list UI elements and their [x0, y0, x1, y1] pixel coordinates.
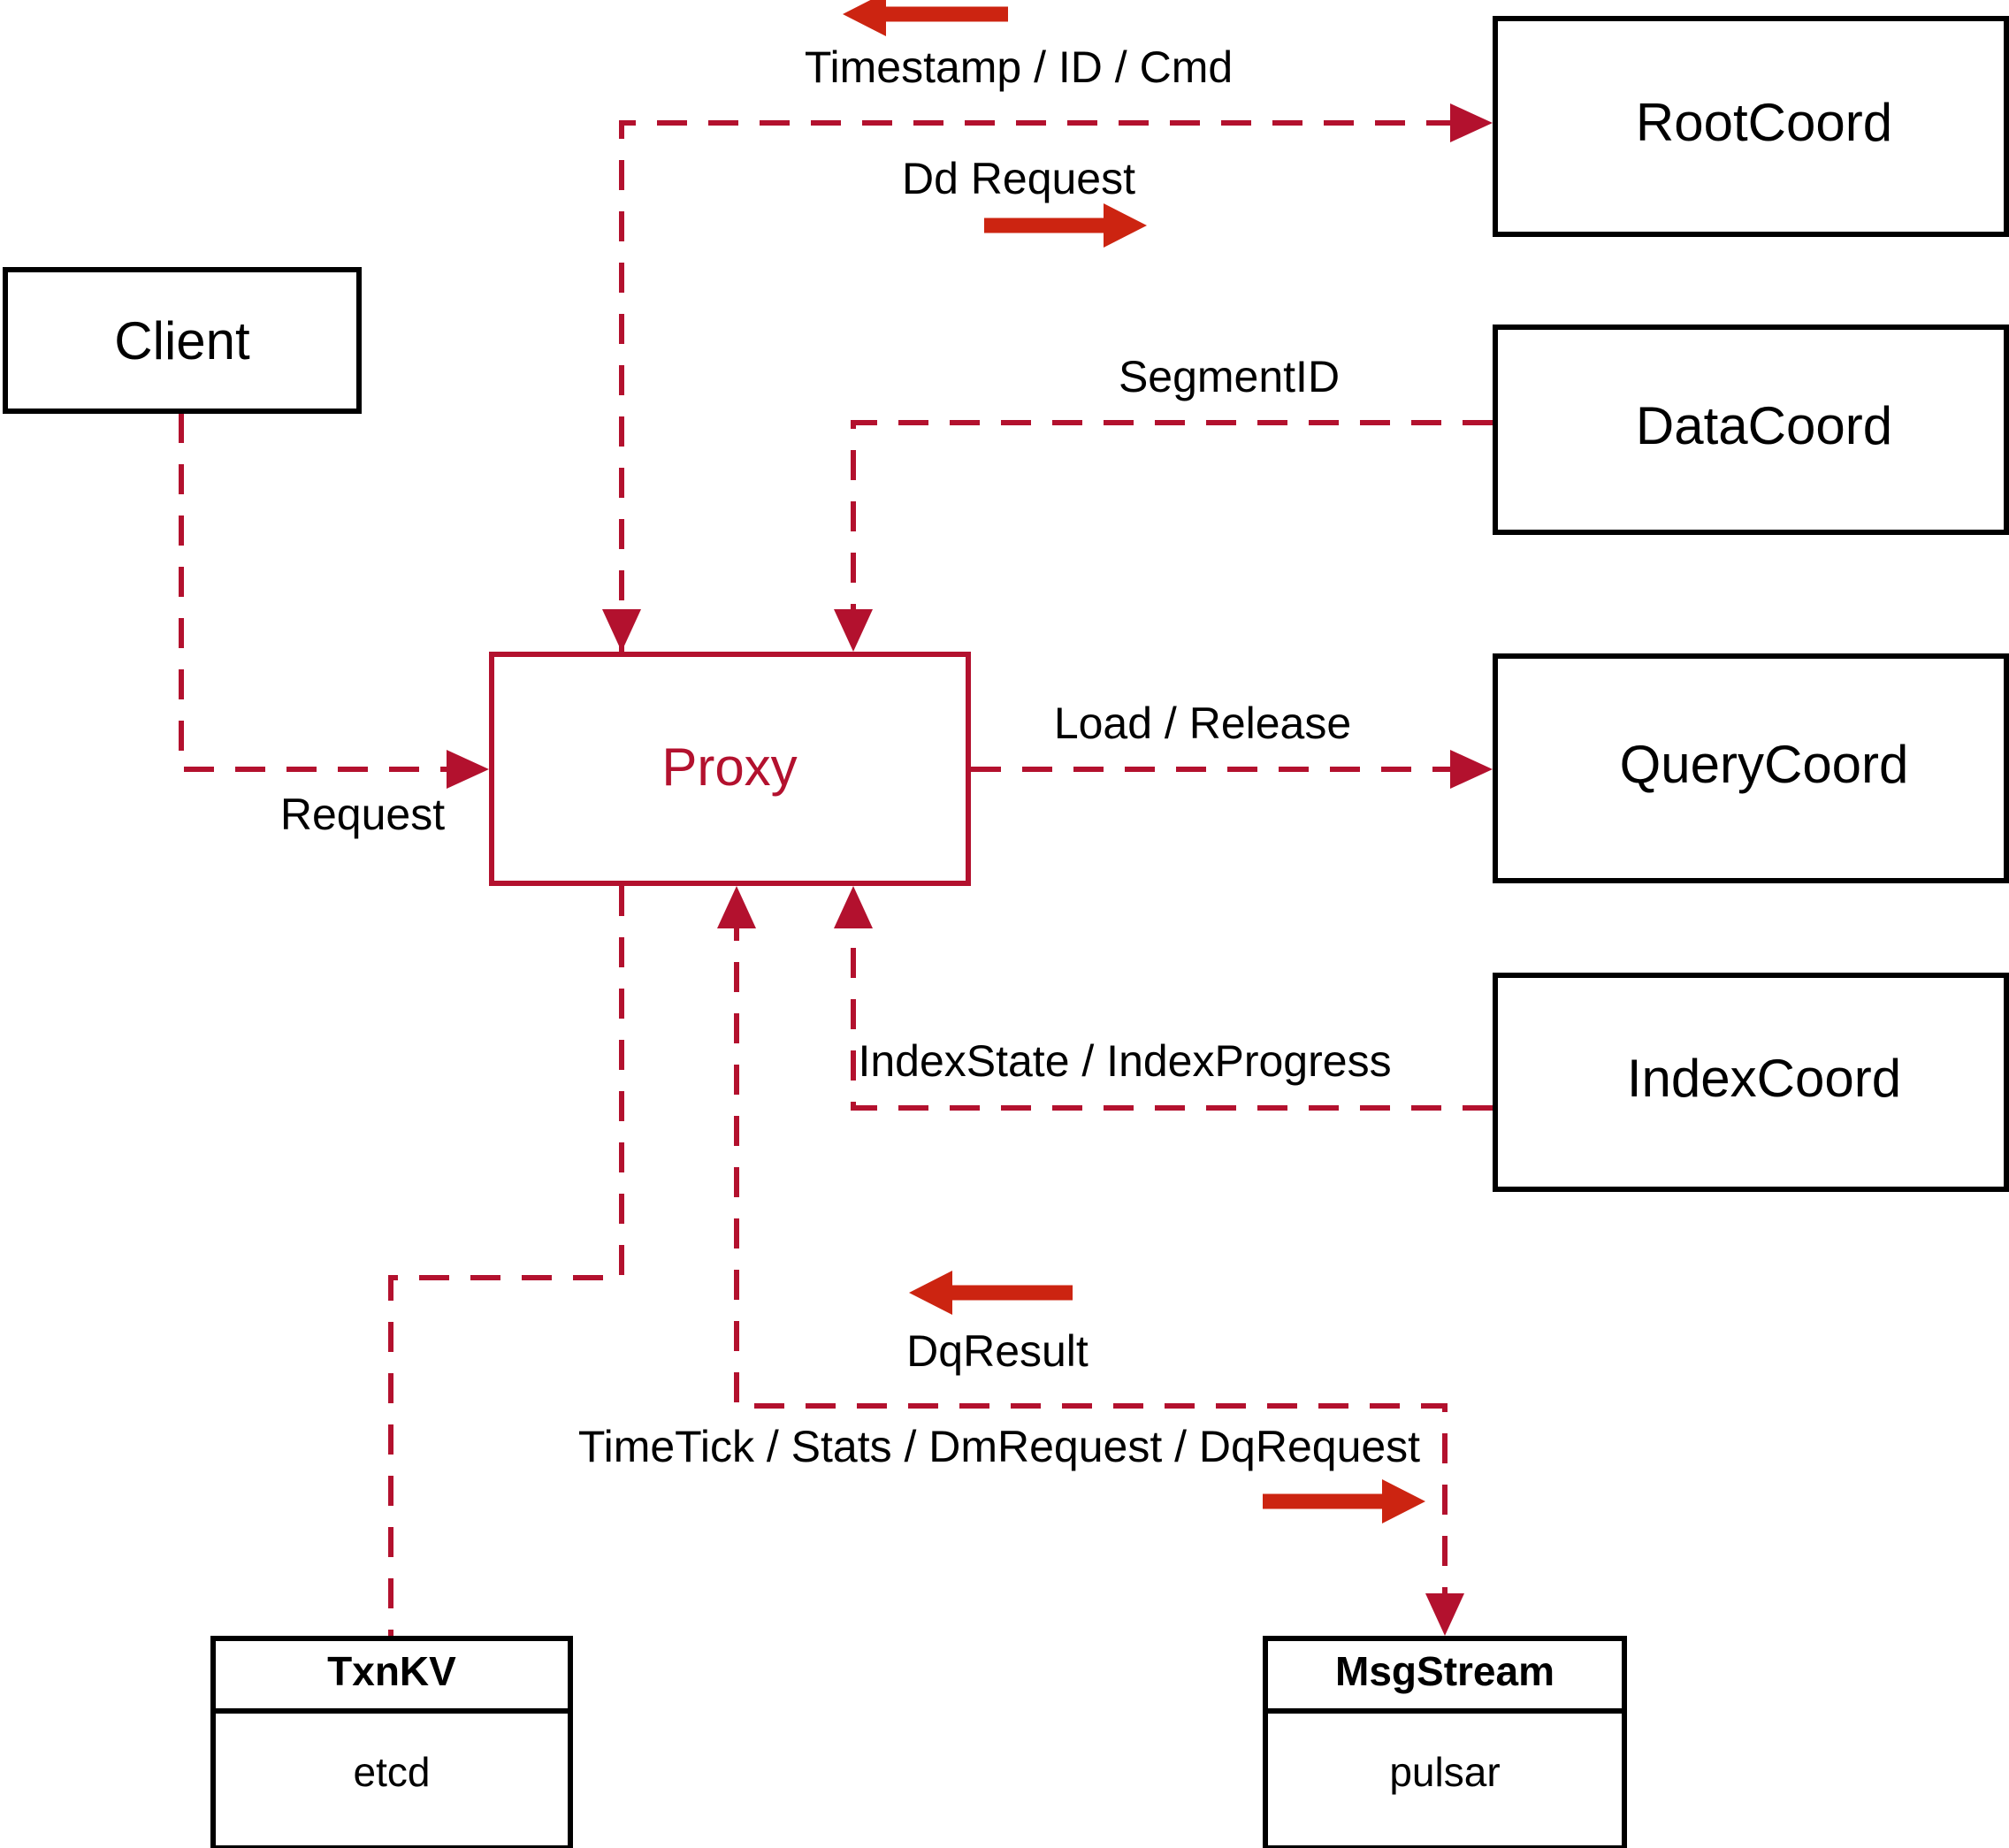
direction-arrow-ddrequest: [984, 203, 1147, 248]
edge-client-proxy-arrowhead: [447, 750, 489, 789]
edge-proxy-msgstream-arrowhead: [1425, 1593, 1464, 1636]
node-datacoord-box[interactable]: [1493, 325, 2009, 535]
node-txnkv-box[interactable]: [210, 1636, 573, 1848]
node-datacoord[interactable]: DataCoord: [1493, 325, 2009, 535]
node-txnkv[interactable]: TxnKV etcd: [210, 1636, 573, 1848]
node-indexcoord-box[interactable]: [1493, 973, 2009, 1192]
node-indexcoord[interactable]: IndexCoord: [1493, 973, 2009, 1192]
node-querycoord-label: QueryCoord: [1620, 735, 1909, 794]
direction-arrow-timestamp: [843, 0, 1008, 36]
edge-proxy-rootcoord-line: [619, 120, 1470, 652]
node-client-box[interactable]: [3, 267, 362, 414]
edge-datacoord-proxy-arrowhead: [834, 609, 873, 652]
edge-indexcoord-proxy-line: [851, 911, 1493, 1111]
node-msgstream-box[interactable]: [1263, 1636, 1627, 1848]
edge-label-index-state-progress: IndexState / IndexProgress: [858, 1036, 1391, 1086]
edge-proxy-rootcoord: [602, 103, 1493, 652]
edge-msgstream-proxy-arrowhead: [717, 886, 756, 928]
direction-arrow-dqresult-head: [909, 1271, 952, 1315]
node-txnkv-impl: etcd: [354, 1749, 431, 1795]
node-rootcoord-box[interactable]: [1493, 16, 2009, 237]
edge-indexcoord-proxy-arrowhead: [834, 886, 873, 928]
edge-proxy-msgstream: [717, 886, 1464, 1636]
node-rootcoord[interactable]: RootCoord: [1493, 16, 2009, 237]
direction-arrow-timestamp-head: [843, 0, 886, 36]
node-datacoord-label: DataCoord: [1636, 396, 1892, 455]
edge-indexcoord-proxy: [834, 886, 1493, 1111]
node-msgstream[interactable]: MsgStream pulsar: [1263, 1636, 1627, 1848]
node-client[interactable]: Client: [3, 267, 362, 414]
direction-arrow-dqresult: [909, 1271, 1073, 1315]
node-querycoord[interactable]: QueryCoord: [1493, 653, 2009, 883]
node-msgstream-title: MsgStream: [1335, 1648, 1554, 1694]
direction-arrow-ddrequest-head: [1104, 203, 1147, 248]
edge-client-proxy: [179, 413, 489, 789]
edge-rootcoord-proxy-arrowhead: [602, 609, 641, 652]
node-proxy[interactable]: Proxy: [489, 652, 971, 886]
node-querycoord-box[interactable]: [1493, 653, 2009, 883]
node-txnkv-title: TxnKV: [327, 1648, 456, 1694]
edge-label-load-release: Load / Release: [1054, 699, 1351, 748]
edge-datacoord-proxy: [834, 420, 1493, 652]
node-msgstream-impl: pulsar: [1389, 1749, 1500, 1795]
edge-proxy-txnkv: [388, 886, 624, 1636]
edge-label-dq-result: DqResult: [906, 1326, 1089, 1376]
edge-proxy-querycoord: [971, 750, 1493, 789]
direction-arrow-timetick: [1263, 1479, 1425, 1523]
node-proxy-label: Proxy: [661, 737, 797, 797]
direction-arrow-timetick-head: [1382, 1479, 1425, 1523]
edge-proxy-msgstream-line: [734, 911, 1448, 1611]
edge-label-dd-request: Dd Request: [902, 154, 1135, 203]
edge-proxy-txnkv-line: [388, 886, 624, 1636]
edge-proxy-rootcoord-arrowhead: [1450, 103, 1493, 142]
edge-label-segment-id: SegmentID: [1119, 352, 1340, 401]
edge-proxy-querycoord-arrowhead: [1450, 750, 1493, 789]
node-rootcoord-label: RootCoord: [1636, 93, 1892, 152]
edge-datacoord-proxy-line: [851, 420, 1493, 628]
edge-label-request: Request: [280, 790, 445, 839]
node-proxy-box[interactable]: [489, 652, 971, 886]
node-client-label: Client: [114, 311, 250, 370]
edge-label-timetick-stats: TimeTick / Stats / DmRequest / DqRequest: [578, 1422, 1420, 1471]
node-indexcoord-label: IndexCoord: [1627, 1049, 1901, 1108]
edge-label-timestamp-id-cmd: Timestamp / ID / Cmd: [805, 42, 1233, 92]
edge-client-proxy-line: [179, 413, 466, 772]
